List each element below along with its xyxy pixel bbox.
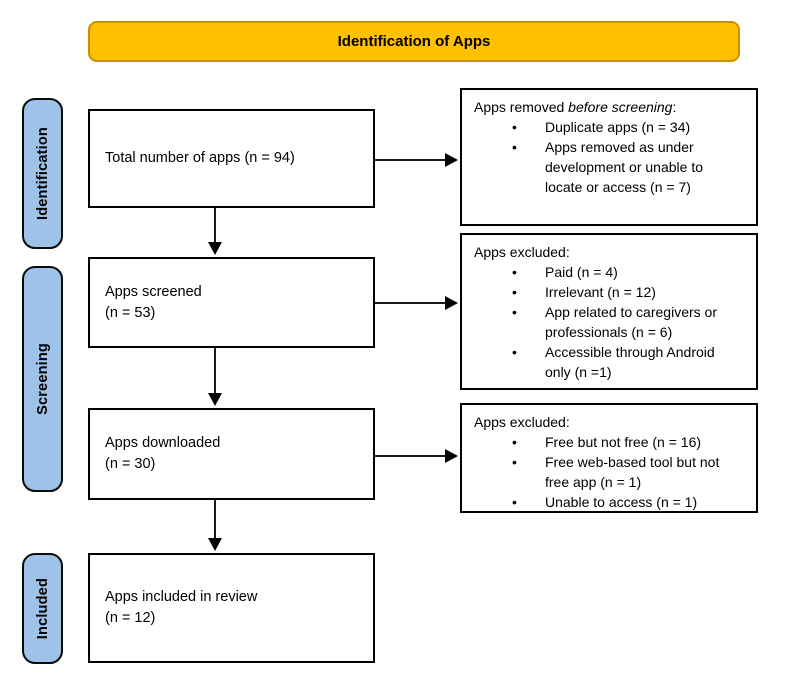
arrow-line: [214, 500, 216, 540]
diagram-title: Identification of Apps: [337, 33, 491, 50]
bullet-text: Apps removed as under development or una…: [545, 139, 703, 195]
bullet-text: Paid (n = 4): [545, 264, 618, 280]
heading-text: Apps excluded:: [474, 244, 570, 260]
bullet-icon: •: [512, 304, 517, 320]
bullet-item: • Paid (n = 4): [474, 262, 750, 282]
heading-italic-text: before screening: [568, 99, 673, 115]
arrow-head-right-icon: [445, 449, 458, 463]
flow-box-line: Apps downloaded: [105, 435, 221, 451]
bullet-item: • App related to caregivers or profession…: [474, 302, 750, 342]
bullet-text: Unable to access (n = 1): [545, 494, 698, 510]
bullet-icon: •: [512, 264, 517, 280]
bullet-text: Duplicate apps (n = 34): [545, 119, 691, 135]
arrow-line: [375, 159, 446, 161]
stage-label-text: Included: [34, 577, 51, 640]
diagram-title-banner: Identification of Apps: [88, 21, 740, 62]
exclusion-box-heading: Apps excluded:: [474, 412, 750, 432]
stage-label-screening: Screening: [22, 266, 63, 492]
bullet-text: Irrelevant (n = 12): [545, 284, 656, 300]
arrow-total-to-screened: [208, 208, 222, 255]
bullet-icon: •: [512, 284, 517, 300]
bullet-icon: •: [512, 434, 517, 450]
flow-box-apps-screened: Apps screened (n = 53): [88, 257, 375, 348]
arrow-head-down-icon: [208, 538, 222, 551]
bullet-icon: •: [512, 494, 517, 510]
flow-box-apps-included: Apps included in review (n = 12): [88, 553, 375, 663]
arrow-head-down-icon: [208, 242, 222, 255]
arrow-head-down-icon: [208, 393, 222, 406]
stage-label-included: Included: [22, 553, 63, 664]
heading-text: Apps removed: [474, 99, 569, 115]
stage-label-text: Screening: [34, 343, 51, 415]
bullet-icon: •: [512, 454, 517, 470]
exclusion-box-heading: Apps removed before screening:: [474, 97, 750, 117]
arrow-line: [375, 455, 446, 457]
exclusion-box-removed-before-screening: Apps removed before screening: • Duplicat…: [460, 88, 758, 226]
exclusion-box-screening: Apps excluded: • Paid (n = 4) • Irrelevant …: [460, 233, 758, 390]
bullet-item: • Accessible through Android only (n =1): [474, 342, 750, 382]
exclusion-box-downloaded: Apps excluded: • Free but not free (n = 1…: [460, 403, 758, 513]
bullet-text: App related to caregivers or professiona…: [545, 304, 717, 340]
arrow-line: [214, 208, 216, 244]
arrow-head-right-icon: [445, 296, 458, 310]
bullet-item: • Apps removed as under development or un…: [474, 137, 750, 197]
arrow-downloaded-to-included: [208, 500, 222, 551]
heading-text: Apps excluded:: [474, 414, 570, 430]
flow-box-total-apps: Total number of apps (n = 94): [88, 109, 375, 208]
bullet-icon: •: [512, 344, 517, 360]
bullet-item: • Unable to access (n = 1): [474, 492, 750, 512]
bullet-text: Free but not free (n = 16): [545, 434, 702, 450]
exclusion-box-heading: Apps excluded:: [474, 242, 750, 262]
arrow-total-to-removed: [375, 153, 458, 167]
bullet-list: • Free but not free (n = 16) • Free web-bas…: [474, 432, 750, 512]
flow-box-line: Apps screened: [105, 283, 202, 300]
flow-box-apps-downloaded: Apps downloaded (n = 30): [88, 408, 375, 500]
flow-box-line: Total number of apps (n = 94): [105, 150, 295, 166]
arrow-downloaded-to-excluded: [375, 449, 458, 463]
bullet-icon: •: [512, 139, 517, 155]
stage-label-text: Identification: [34, 126, 51, 221]
bullet-item: • Free web-based tool but not free app (n…: [474, 452, 750, 492]
flow-box-line: (n = 12): [105, 610, 156, 626]
bullet-item: • Free but not free (n = 16): [474, 432, 750, 452]
bullet-text: Accessible through Android only (n =1): [545, 344, 715, 380]
bullet-item: • Irrelevant (n = 12): [474, 282, 750, 302]
bullet-list: • Paid (n = 4) • Irrelevant (n = 12) • App re…: [474, 262, 750, 382]
flow-box-line: Apps included in review: [105, 589, 258, 605]
stage-label-identification: Identification: [22, 98, 63, 249]
arrow-screened-to-excluded: [375, 296, 458, 310]
bullet-list: • Duplicate apps (n = 34) • Apps removed as…: [474, 117, 750, 197]
arrow-line: [375, 302, 446, 304]
heading-text: :: [672, 99, 677, 115]
flow-box-line: (n = 30): [105, 456, 156, 472]
arrow-head-right-icon: [445, 153, 458, 167]
bullet-item: • Duplicate apps (n = 34): [474, 117, 750, 137]
arrow-screened-to-downloaded: [208, 348, 222, 406]
bullet-text: Free web-based tool but not free app (n …: [545, 454, 720, 490]
flow-box-line: (n = 53): [105, 304, 156, 321]
bullet-icon: •: [512, 119, 517, 135]
arrow-line: [214, 348, 216, 395]
